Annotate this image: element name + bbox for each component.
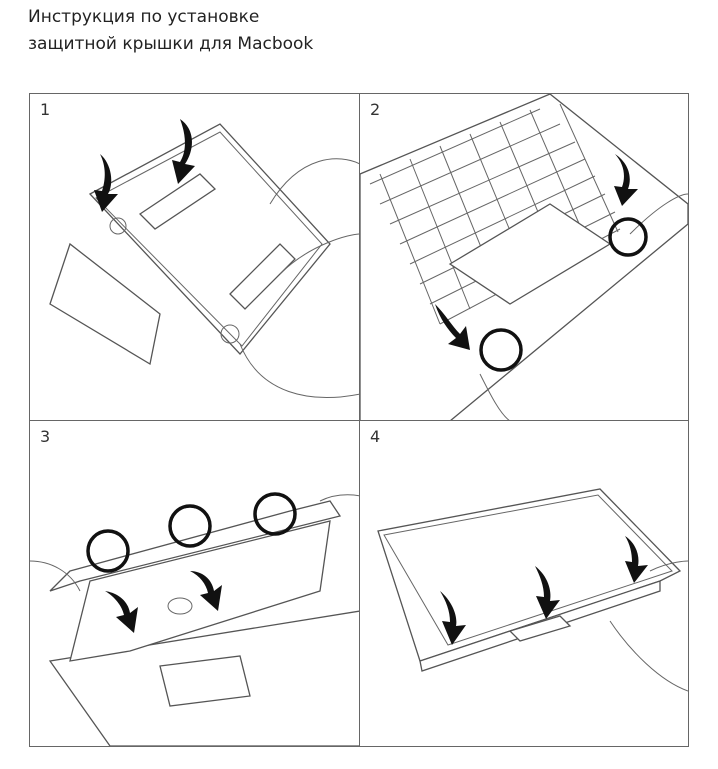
arrow-icon bbox=[625, 536, 648, 583]
step-1-panel: 1 bbox=[30, 94, 360, 421]
arrow-icon bbox=[94, 154, 118, 212]
page-title: Инструкция по установке защитной крышки … bbox=[28, 4, 313, 58]
clip-highlight-circle bbox=[168, 504, 212, 548]
step-1-illustration bbox=[49, 119, 359, 398]
laptop-bottom bbox=[88, 123, 331, 355]
clip-highlight-circle bbox=[608, 217, 648, 257]
arrow-icon bbox=[190, 571, 222, 611]
title-line-2: защитной крышки для Macbook bbox=[28, 34, 314, 54]
clip-highlight-circle bbox=[86, 529, 130, 573]
clip-highlight-circle bbox=[479, 328, 523, 372]
step-number: 4 bbox=[370, 427, 381, 446]
arrow-icon bbox=[435, 304, 470, 350]
step-2-illustration bbox=[360, 94, 688, 420]
step-number: 3 bbox=[40, 427, 51, 446]
clip-highlight-circle bbox=[253, 492, 297, 536]
step-4-illustration bbox=[377, 488, 688, 692]
step-2-panel: 2 bbox=[360, 94, 688, 421]
step-number: 2 bbox=[370, 100, 381, 119]
step-3-panel: 3 bbox=[30, 421, 360, 746]
arrow-icon bbox=[614, 154, 638, 206]
step-3-illustration bbox=[30, 492, 359, 746]
arrow-icon bbox=[105, 591, 138, 633]
instruction-grid: 1 2 3 bbox=[29, 93, 689, 747]
arrow-icon bbox=[172, 119, 195, 184]
step-number: 1 bbox=[40, 100, 51, 119]
step-4-panel: 4 bbox=[360, 421, 688, 746]
arrow-icon bbox=[440, 591, 466, 645]
arrow-icon bbox=[535, 566, 560, 619]
title-line-1: Инструкция по установке bbox=[28, 7, 260, 27]
